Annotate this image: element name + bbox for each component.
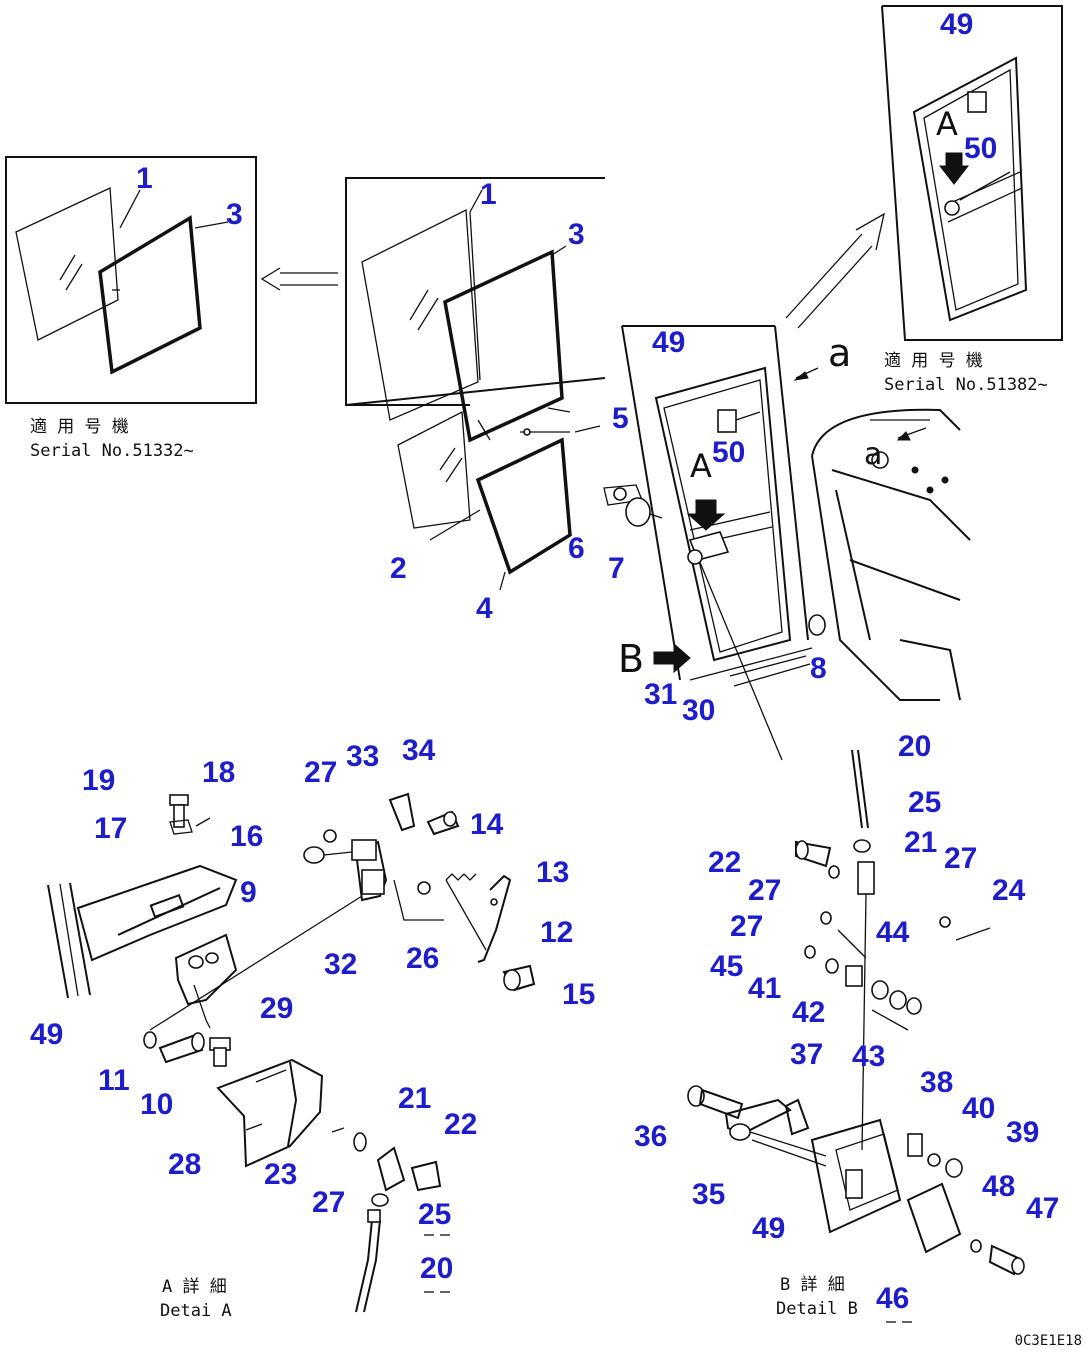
callout-19: 19	[82, 764, 116, 797]
callout-6: 6	[568, 532, 585, 565]
callout-14: 14	[470, 808, 504, 841]
detail-B-drawing	[687, 749, 1025, 1276]
marker-A-right: A	[936, 105, 958, 143]
callout-46: 46	[876, 1282, 910, 1315]
callout-22-detail-a: 22	[444, 1108, 478, 1141]
callout-49-right-inset: 49	[940, 8, 974, 41]
callout-21-detail-b: 21	[904, 826, 938, 859]
callout-50-right-inset: 50	[964, 132, 998, 165]
arrow-B	[653, 642, 691, 674]
caption-left-en: Serial No.51332~	[30, 441, 194, 461]
callout-7: 7	[608, 552, 625, 585]
callout-47: 47	[1026, 1192, 1060, 1225]
callout-45: 45	[710, 950, 744, 983]
marker-B: B	[618, 637, 645, 681]
callout-27-hinge: 27	[304, 756, 338, 789]
caption-detail-b-jp: B 詳 細	[780, 1275, 845, 1295]
inset-box-left	[5, 156, 257, 404]
callout-30: 30	[682, 694, 716, 727]
callout-13: 13	[536, 856, 570, 889]
arrow-to-right-inset	[785, 212, 885, 329]
callout-33: 33	[346, 740, 380, 773]
callout-25-detail-a: 25	[418, 1198, 452, 1231]
callout-5: 5	[612, 402, 629, 435]
callout-22-detail-b: 22	[708, 846, 742, 879]
callout-1-left: 1	[136, 162, 153, 195]
callout-24: 24	[992, 874, 1026, 907]
callout-41: 41	[748, 972, 782, 1005]
callout-1-center: 1	[480, 178, 497, 211]
callout-49-detail-a: 49	[30, 1018, 64, 1051]
callout-16: 16	[230, 820, 264, 853]
callout-3-left: 3	[226, 198, 243, 231]
callout-35: 35	[692, 1178, 726, 1211]
glass-box-center	[345, 177, 606, 591]
cab-body	[811, 408, 971, 701]
callout-27-mid: 27	[748, 874, 782, 907]
callout-20-detail-b: 20	[898, 730, 932, 763]
caption-left-jp: 適 用 号 機	[30, 417, 129, 437]
callout-17: 17	[94, 812, 128, 845]
arrow-to-left-inset	[260, 267, 338, 291]
callout-8: 8	[810, 652, 827, 685]
callout-32: 32	[324, 948, 358, 981]
caption-right-jp: 適 用 号 機	[884, 351, 983, 371]
callout-3-center: 3	[568, 218, 585, 251]
detail-A-drawing	[47, 792, 536, 1313]
caption-detail-a-jp: A 詳 細	[162, 1277, 227, 1297]
parts-6-7	[603, 484, 663, 527]
callout-43: 43	[852, 1040, 886, 1073]
callout-2: 2	[390, 552, 407, 585]
callout-9: 9	[240, 876, 257, 909]
callout-39: 39	[1006, 1116, 1040, 1149]
callout-27-detail-a: 27	[312, 1186, 346, 1219]
callout-50-center: 50	[712, 436, 746, 469]
caption-right-en: Serial No.51382~	[884, 375, 1048, 395]
callout-4: 4	[476, 592, 493, 625]
callout-12: 12	[540, 916, 574, 949]
caption-detail-b-en: Detail B	[776, 1299, 858, 1319]
callout-29: 29	[260, 992, 294, 1025]
callout-36: 36	[634, 1120, 668, 1153]
callout-31: 31	[644, 678, 678, 711]
marker-a-cab: a	[864, 437, 883, 472]
callout-21-detail-a: 21	[398, 1082, 432, 1115]
callout-25-detail-b: 25	[908, 786, 942, 819]
callout-26: 26	[406, 942, 440, 975]
callout-18: 18	[202, 756, 236, 789]
inset-box-right	[881, 5, 1063, 341]
callout-28: 28	[168, 1148, 202, 1181]
callout-48: 48	[982, 1170, 1016, 1203]
callout-40: 40	[962, 1092, 996, 1125]
callout-42: 42	[792, 996, 826, 1029]
callout-44: 44	[876, 916, 910, 949]
callout-49-center: 49	[652, 326, 686, 359]
callout-23: 23	[264, 1158, 298, 1191]
marker-a-top: a	[828, 331, 852, 375]
door-frame-box-center	[621, 325, 826, 761]
callout-27-upper-right: 27	[944, 842, 978, 875]
callout-11: 11	[98, 1064, 130, 1097]
caption-detail-a-en: Detai A	[160, 1301, 232, 1321]
callout-38: 38	[920, 1066, 954, 1099]
drawing-code: 0C3E1E18	[1014, 1333, 1082, 1349]
callout-37: 37	[790, 1038, 824, 1071]
callout-27-lower: 27	[730, 910, 764, 943]
marker-A-center: A	[690, 447, 712, 485]
callout-49-detail-b: 49	[752, 1212, 786, 1245]
arrow-A-center	[686, 499, 726, 531]
callout-34: 34	[402, 734, 436, 767]
callout-20-detail-a: 20	[420, 1252, 454, 1285]
callout-10: 10	[140, 1088, 174, 1121]
callout-15: 15	[562, 978, 596, 1011]
